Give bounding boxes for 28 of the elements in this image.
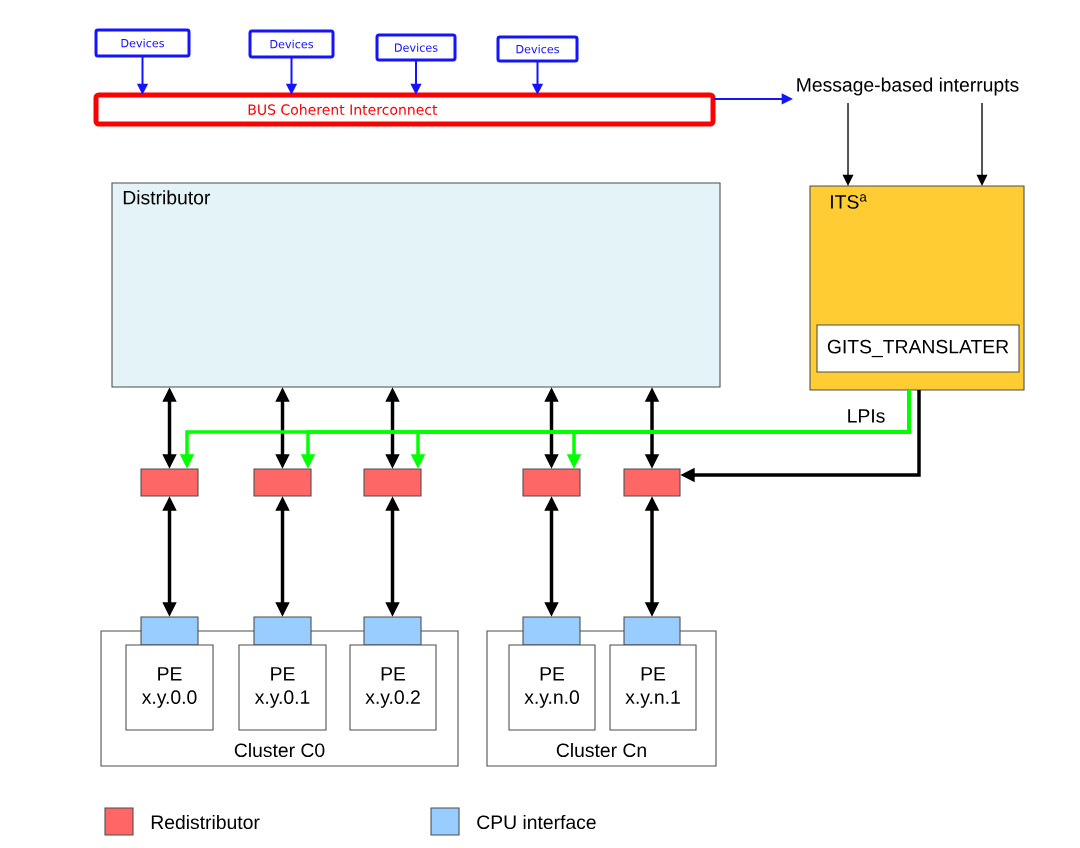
cpu-interface-box (623, 616, 681, 646)
pe-box: PE x.y.0.1 (238, 644, 327, 731)
redistributor-box (363, 468, 422, 497)
pe-box: PE x.y.0.0 (125, 644, 214, 731)
arrow (976, 102, 988, 186)
translator-box: GITS_TRANSLATER (816, 324, 1020, 373)
edge-label: LPIs (845, 407, 887, 425)
interconnect-bar: BUS Coherent Interconnect (93, 92, 716, 127)
cpu-interface-box (140, 616, 199, 646)
message-label: Message-based interrupts (797, 77, 1019, 96)
legend-label: CPU interface (477, 814, 596, 830)
device-box: Devices (496, 35, 579, 63)
redistributor-box (140, 468, 199, 497)
pe-box: PE x.y.0.2 (349, 644, 437, 731)
device-box: Devices (248, 29, 335, 59)
legend-label: Redistributor (151, 814, 260, 830)
redistributor-box (522, 468, 581, 497)
cpu-interface-box (522, 616, 581, 646)
pe-box: PE x.y.n.0 (508, 644, 596, 731)
distributor-box: Distributor (111, 182, 721, 388)
pe-box: PE x.y.n.1 (609, 644, 697, 731)
redistributor-box (623, 468, 681, 497)
cpu-interface-box (253, 616, 312, 646)
redistributor-box (253, 468, 312, 497)
device-box: Devices (375, 33, 457, 62)
cpu-interface-box (363, 616, 422, 646)
device-box: Devices (94, 28, 191, 58)
arrow (842, 102, 854, 186)
